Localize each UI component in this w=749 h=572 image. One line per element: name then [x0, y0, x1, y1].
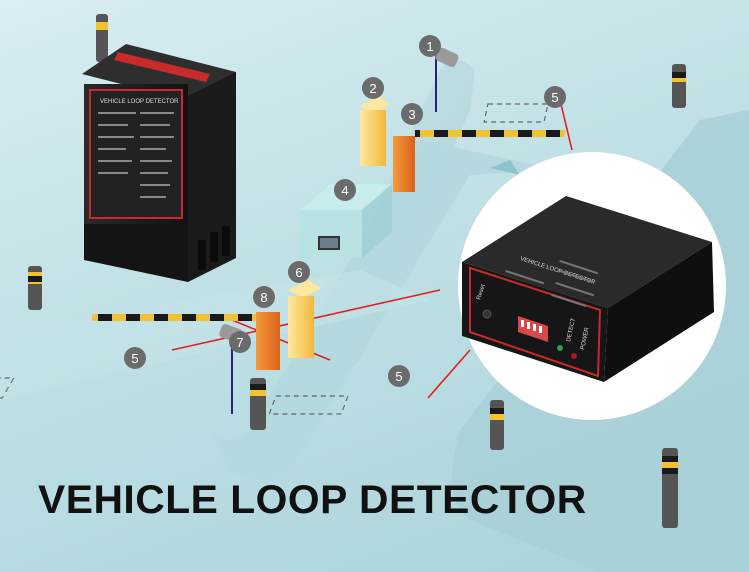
- ticket-column-upper: [360, 96, 390, 166]
- bollard-top-right: [672, 64, 686, 108]
- svg-text:2: 2: [369, 81, 376, 96]
- loop-zone-center: [268, 395, 349, 415]
- laser-line-4: [427, 349, 471, 399]
- svg-text:5: 5: [395, 369, 402, 384]
- road-left: [0, 270, 430, 400]
- detect-led: [557, 345, 563, 351]
- marker-7: 7: [229, 331, 251, 353]
- detect-label: DETECT: [566, 317, 577, 342]
- marker-5-left: 5: [124, 347, 146, 369]
- gate-cabinet-lower: [256, 312, 280, 370]
- power-led: [571, 353, 577, 359]
- marker-5-upper: 5: [544, 86, 566, 108]
- barrier-arm-upper: [415, 130, 565, 137]
- marker-4: 4: [334, 179, 356, 201]
- bollard-top-left: [96, 14, 108, 62]
- marker-5-center: 5: [388, 365, 410, 387]
- marker-6: 6: [288, 261, 310, 283]
- loop-detector-device-left: VEHICLE LOOP DETECTOR: [82, 44, 236, 282]
- loop-zone-upper: [483, 103, 549, 123]
- laser-line-3: [559, 99, 573, 151]
- marker-8: 8: [253, 286, 275, 308]
- barrier-arm-lower: [92, 314, 272, 321]
- svg-text:4: 4: [341, 183, 348, 198]
- marker-3: 3: [401, 103, 423, 125]
- bollard-bottom-right: [662, 448, 678, 528]
- camera-icon-upper: [435, 47, 459, 112]
- bollard-front: [250, 378, 266, 430]
- svg-text:5: 5: [551, 90, 558, 105]
- power-label: POWER: [580, 326, 591, 350]
- svg-text:8: 8: [260, 290, 267, 305]
- page-title: VEHICLE LOOP DETECTOR: [38, 478, 587, 522]
- road-arrow: [490, 160, 520, 175]
- dip-switch-block: [518, 316, 548, 342]
- reset-button: [482, 309, 492, 319]
- marker-2: 2: [362, 77, 384, 99]
- loop-detector-device-zoomed: Reset POWER DETECT VEHICLE LOOP DETECTOR: [462, 196, 714, 382]
- svg-text:3: 3: [408, 107, 415, 122]
- bollard-left: [28, 266, 42, 310]
- gate-cabinet-upper: [393, 136, 415, 192]
- loop-zone-left: [0, 377, 15, 399]
- svg-text:7: 7: [236, 335, 243, 350]
- reset-label: Reset: [476, 284, 487, 301]
- svg-text:6: 6: [295, 265, 302, 280]
- svg-text:5: 5: [131, 351, 138, 366]
- svg-text:1: 1: [426, 39, 433, 54]
- ticket-column-lower: [288, 280, 322, 358]
- device-header-text-left: VEHICLE LOOP DETECTOR: [100, 99, 179, 105]
- marker-1: 1: [419, 35, 441, 57]
- bollard-mid-right: [490, 400, 504, 450]
